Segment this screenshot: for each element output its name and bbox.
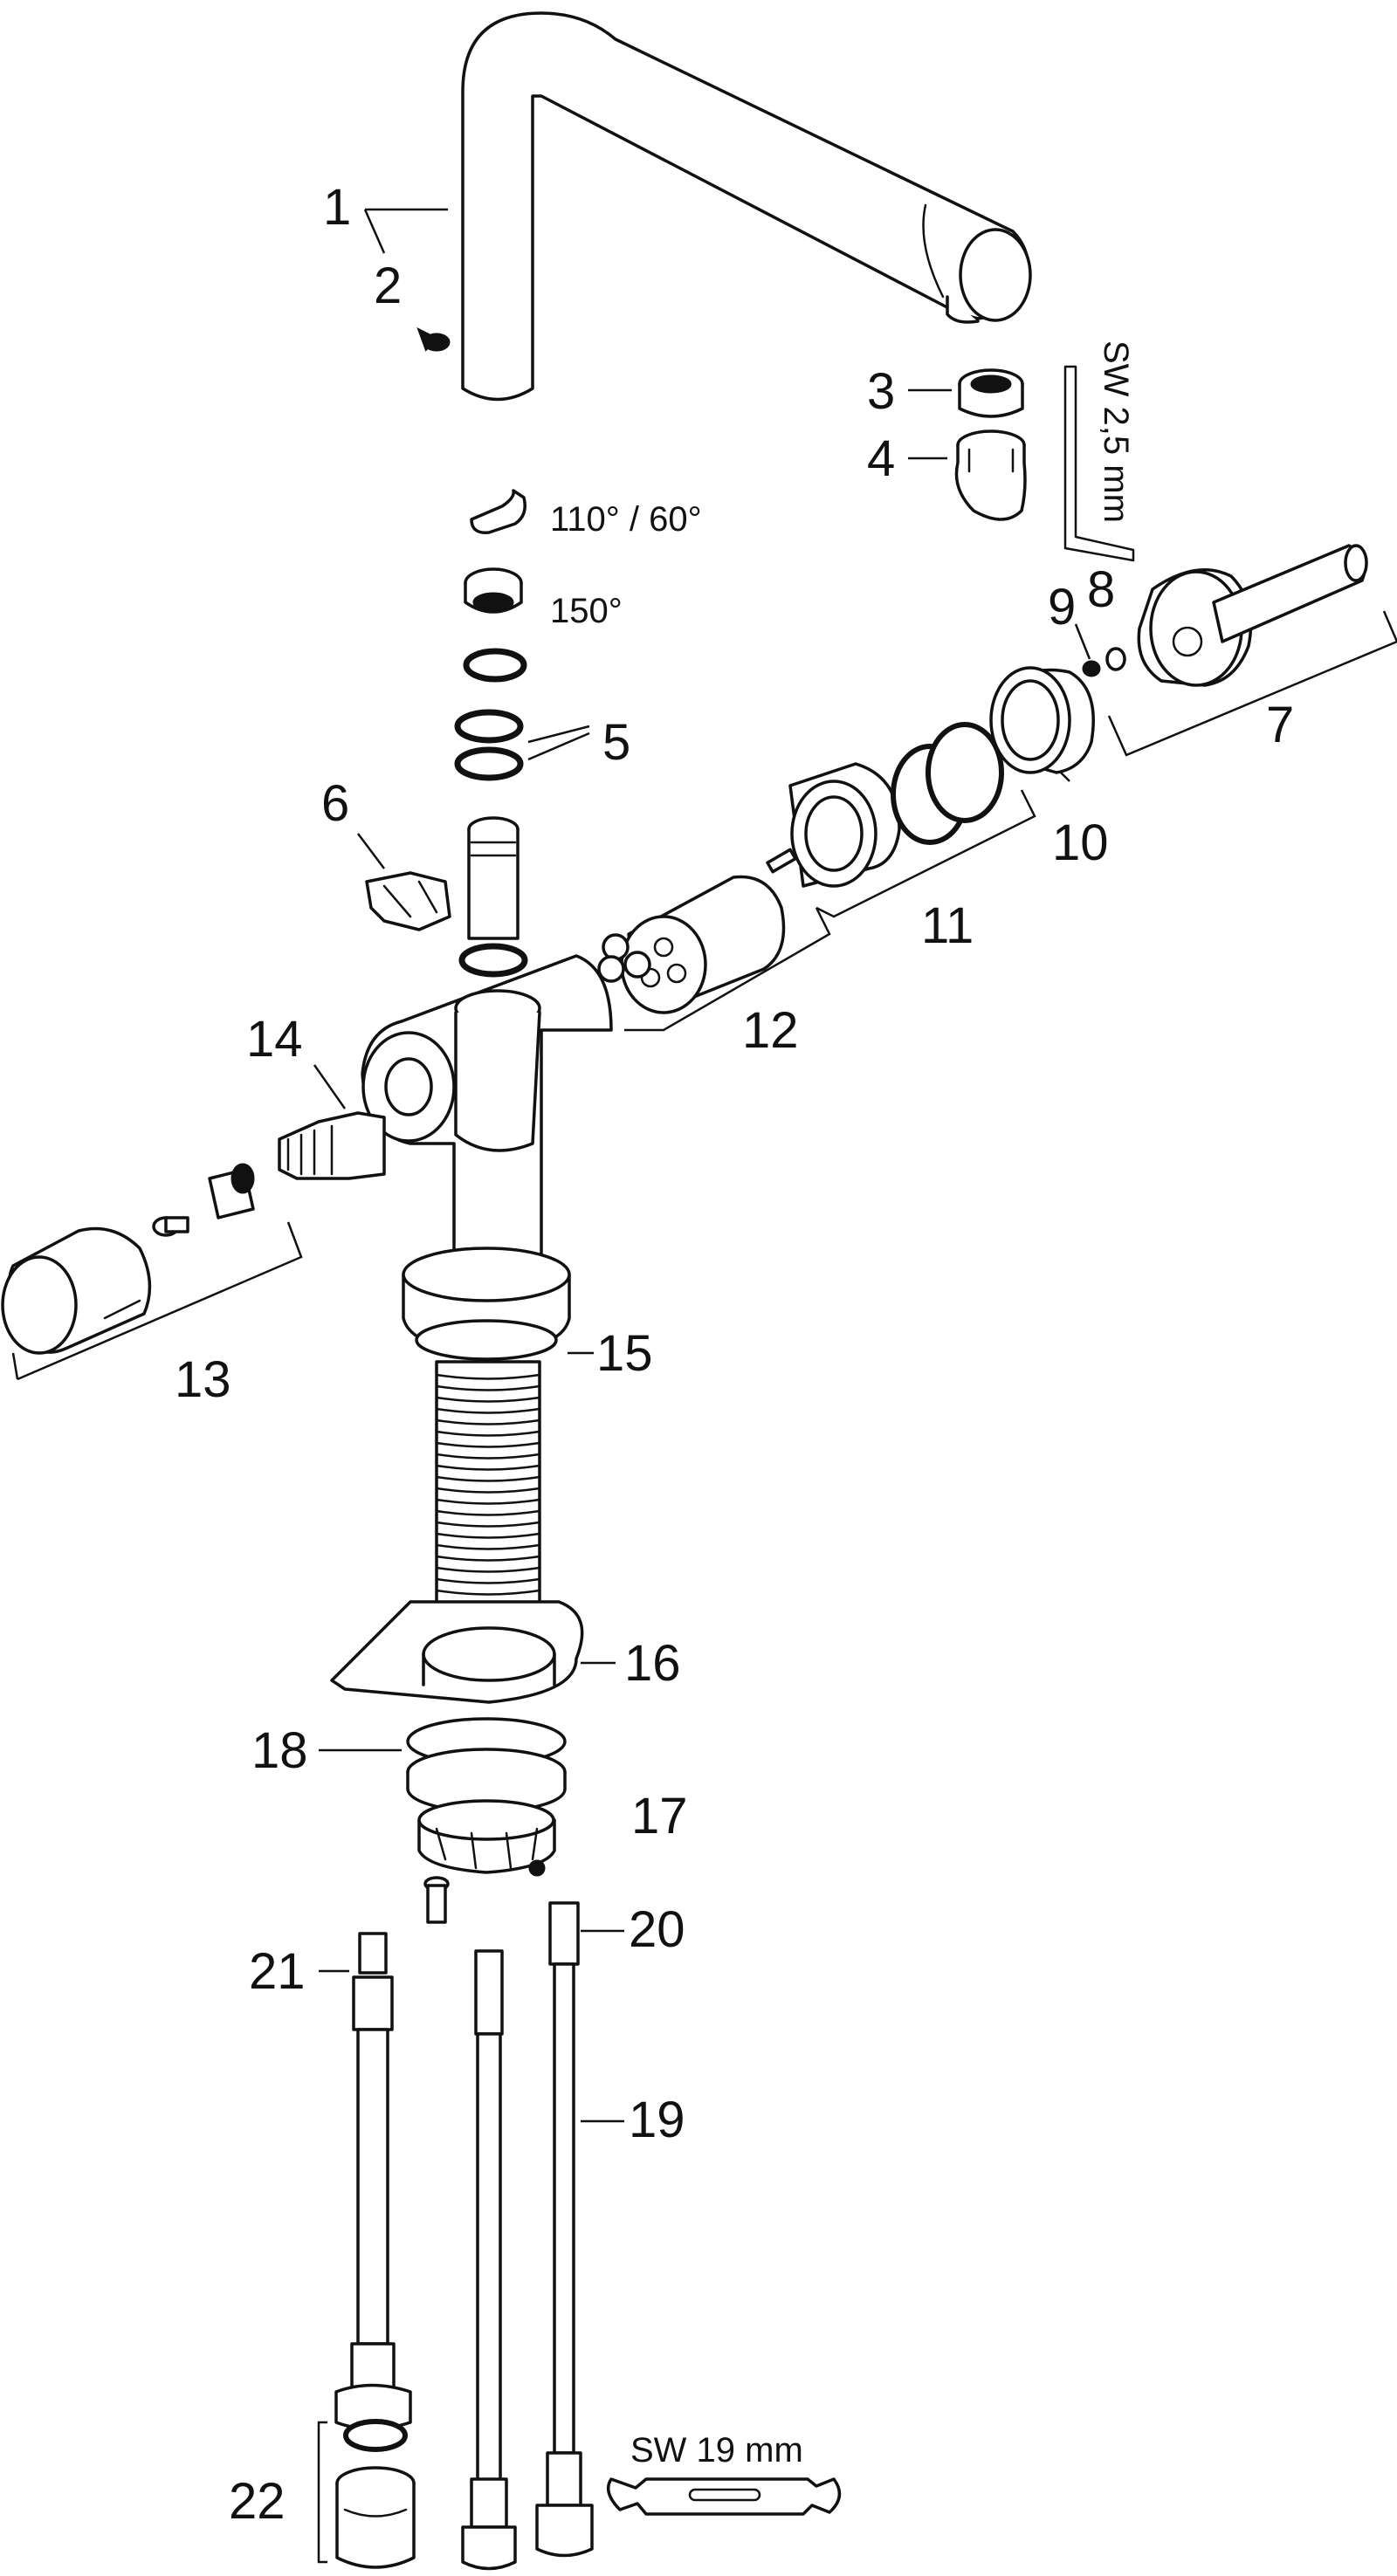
leader-line-22: [317, 2421, 327, 2564]
leader-line-13: [11, 1221, 303, 1381]
label-6: 6: [321, 775, 349, 832]
thread-ring: [435, 1532, 541, 1539]
thread-ring: [435, 1373, 541, 1380]
fixing-nut-part: [417, 1799, 556, 1877]
knob-part: [1, 1226, 152, 1355]
label-8: 8: [1087, 561, 1115, 618]
angle-limiter-150-part: [464, 567, 523, 614]
label-21: 21: [249, 1943, 306, 2000]
label-19: 19: [629, 2092, 685, 2148]
clip-part: [365, 871, 451, 931]
angle-limiter-110-part: [470, 489, 526, 534]
diverter-valve-part: [278, 1111, 386, 1180]
leader-line-10: [1060, 772, 1070, 782]
annotation-hex-key-size: SW 2,5 mm: [1097, 340, 1135, 523]
mixer-body-part: [361, 954, 613, 1294]
thread-ring: [435, 1396, 541, 1403]
label-14: 14: [246, 1011, 303, 1068]
leader-line-5: [527, 725, 590, 761]
cartridge-nut-part: [788, 722, 1004, 888]
thread-ring: [435, 1543, 541, 1550]
leader-line-9: [1074, 623, 1091, 660]
leader-line-7: [1107, 610, 1397, 757]
label-10: 10: [1052, 814, 1109, 871]
thread-ring: [435, 1498, 541, 1505]
set-screw-part: [152, 1216, 189, 1237]
thread-ring: [435, 1566, 541, 1573]
label-2: 2: [374, 258, 402, 314]
label-1: 1: [323, 179, 351, 236]
cartridge-part: [597, 848, 797, 1014]
base-ring-part: [402, 1247, 571, 1361]
hex-key-tool: [1063, 365, 1135, 562]
label-9: 9: [1048, 579, 1076, 635]
thread-ring: [435, 1407, 541, 1414]
thread-ring: [435, 1453, 541, 1460]
thread-ring: [435, 1589, 541, 1596]
screw-part-2: [416, 326, 451, 352]
lever-handle-part: [1137, 544, 1368, 687]
label-15: 15: [596, 1325, 653, 1382]
leader-line-1: [363, 208, 448, 254]
annotation-wrench-size: SW 19 mm: [630, 2431, 803, 2470]
spline-adapter-part: [208, 1163, 255, 1219]
bolt-part: [423, 1876, 450, 1924]
thread-ring: [435, 1475, 541, 1482]
label-3: 3: [867, 363, 895, 420]
label-7: 7: [1266, 697, 1294, 753]
label-13: 13: [175, 1351, 231, 1408]
hose-middle-part: [461, 1949, 517, 2571]
threaded-shank-part: [435, 1360, 541, 1608]
hose-left-part: [334, 1932, 412, 2431]
leader-line-6: [357, 833, 385, 869]
cover-cap-part: [989, 666, 1095, 774]
annotation-angle-110-60: 110° / 60°: [550, 500, 702, 539]
leader-line-14: [313, 1064, 347, 1109]
thread-ring: [435, 1577, 541, 1584]
thread-ring: [435, 1441, 541, 1448]
leader-line-11: [815, 789, 1036, 918]
o-ring-set-part: [454, 648, 527, 781]
label-17: 17: [631, 1788, 688, 1844]
shaft-stub-part: [458, 816, 528, 978]
hose-right-part: [535, 1901, 594, 2558]
thread-ring: [435, 1430, 541, 1437]
annotation-angle-150: 150°: [550, 592, 623, 630]
screw-part-9: [1082, 660, 1101, 677]
thread-ring: [435, 1464, 541, 1471]
thread-ring: [435, 1419, 541, 1425]
label-20: 20: [629, 1901, 685, 1958]
spout-part: [461, 11, 1032, 402]
wrench-tool: [606, 2477, 842, 2516]
thread-ring: [435, 1521, 541, 1528]
mounting-plate-part: [330, 1600, 584, 1704]
thread-ring: [435, 1487, 541, 1494]
label-22: 22: [229, 2473, 286, 2530]
label-16: 16: [624, 1635, 681, 1692]
insert-part-8: [1105, 647, 1126, 671]
label-5: 5: [602, 714, 630, 771]
label-12: 12: [742, 1002, 799, 1059]
gasket-nut-part: [335, 2419, 416, 2569]
label-18: 18: [251, 1722, 308, 1779]
thread-ring: [435, 1384, 541, 1391]
aerator-part: [958, 368, 1024, 418]
aerator-housing-part: [954, 429, 1027, 521]
label-11: 11: [921, 897, 974, 954]
label-4: 4: [867, 430, 895, 487]
leader-line-12: [624, 907, 831, 1032]
thread-ring: [435, 1509, 541, 1516]
thread-ring: [435, 1555, 541, 1562]
